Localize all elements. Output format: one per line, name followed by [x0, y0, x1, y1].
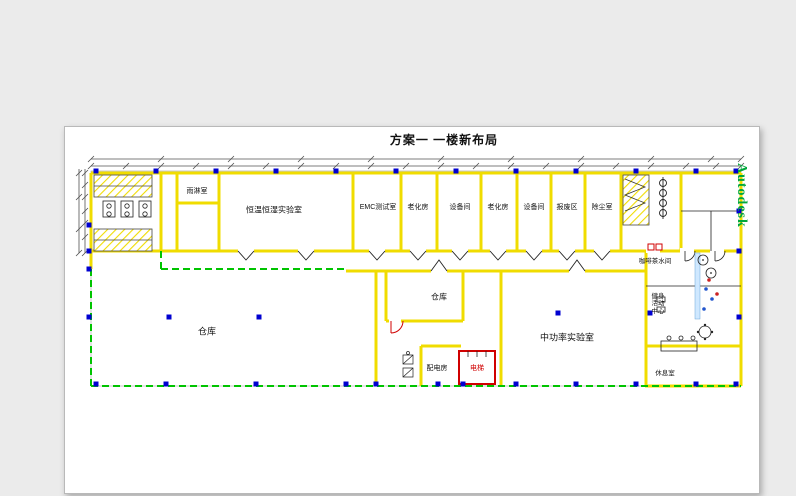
- stairwell-hatches: [93, 174, 650, 252]
- drawing-sheet: 方案一 一楼新布局: [64, 126, 760, 494]
- room-label-equip-2: 设备间: [523, 204, 545, 211]
- amenity-furniture: [656, 252, 719, 352]
- room-label-dust: 除尘室: [591, 204, 613, 211]
- room-label-aging-2: 老化房: [487, 204, 509, 211]
- room-label-power-dist: 配电房: [426, 365, 448, 372]
- thin-partitions: [646, 210, 741, 287]
- room-label-climate-lab: 恒温恒湿实验室: [246, 205, 302, 215]
- spiral-stair-symbol: [659, 177, 667, 219]
- drawing-title: 方案一 一楼新布局: [389, 133, 499, 147]
- room-label-warehouse-mid: 仓库: [431, 292, 447, 302]
- autodesk-watermark: Autodesk: [734, 163, 749, 228]
- room-label-aging-1: 老化房: [407, 204, 429, 211]
- room-label-mid-power-lab: 中功率实验室: [539, 332, 595, 343]
- door-swing-symbols: [237, 250, 611, 272]
- dimension-lines: [75, 155, 745, 257]
- room-label-fitness: 健身活动中心: [651, 292, 665, 315]
- room-label-emc: EMC测试室: [359, 204, 397, 211]
- elevator-shaft: [458, 350, 496, 385]
- boundary-dashed-green: [90, 251, 741, 387]
- room-label-warehouse-main: 仓库: [197, 326, 217, 337]
- room-label-elevator: 电梯: [470, 365, 484, 372]
- floor-plan-linework: [75, 155, 745, 388]
- room-label-equip-1: 设备间: [449, 204, 471, 211]
- room-label-lounge: 休息室: [655, 370, 675, 377]
- room-label-coffee: 咖啡茶水间: [638, 258, 672, 265]
- lobby-furniture: [102, 200, 152, 218]
- red-details: [390, 243, 663, 334]
- room-label-scrap: 报废区: [556, 204, 578, 211]
- transformer-symbols: [402, 351, 414, 378]
- room-label-rain: 雨淋室: [186, 188, 208, 195]
